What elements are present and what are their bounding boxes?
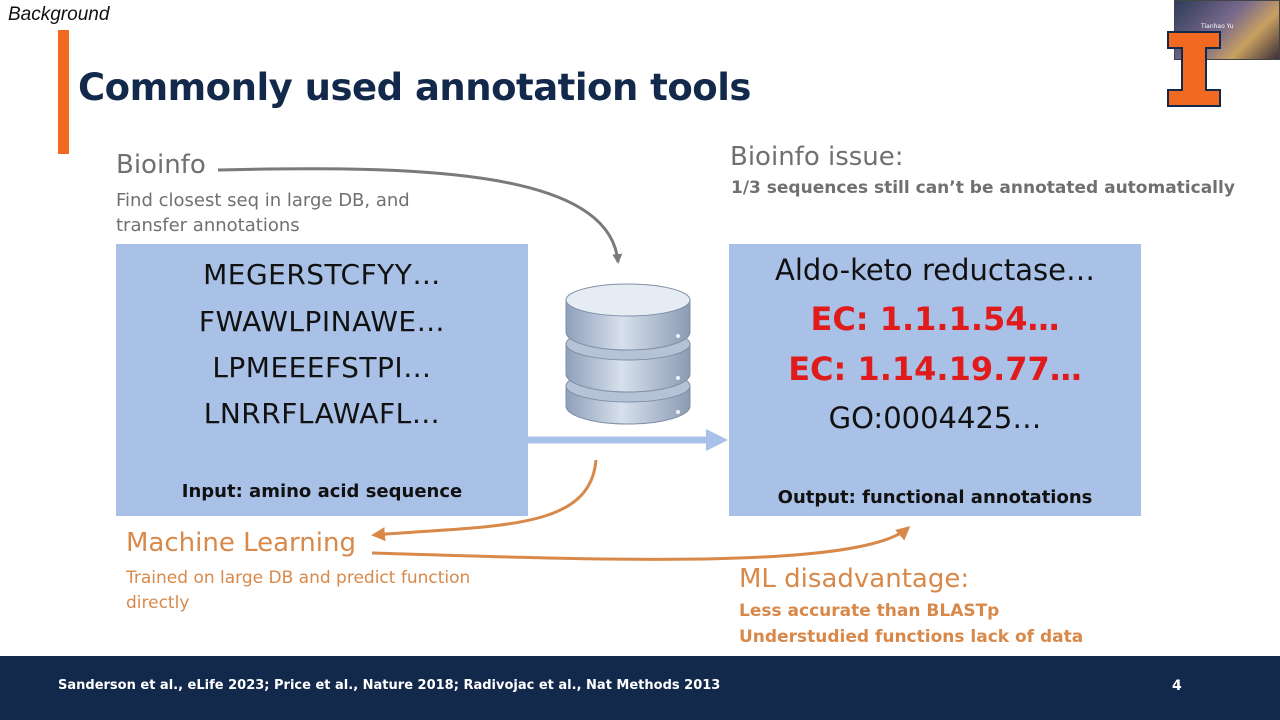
annotation-line: GO:0004425… (828, 401, 1042, 435)
bioinfo-heading: Bioinfo (116, 150, 206, 180)
database-icon (565, 283, 691, 425)
output-box: Aldo-keto reductase… EC: 1.1.1.54… EC: 1… (729, 244, 1141, 516)
machine-learning-heading: Machine Learning (126, 528, 356, 558)
output-caption: Output: functional annotations (777, 487, 1093, 508)
sequence-line: MEGERSTCFYY… (203, 258, 441, 291)
ml-disadvantage-item: Less accurate than BLASTp (739, 601, 1000, 621)
title-accent-bar (58, 30, 69, 154)
ml-disadvantage-heading: ML disadvantage: (739, 564, 970, 594)
ml-disadvantage-item: Understudied functions lack of data (739, 627, 1084, 647)
db-to-ml-arrow (371, 459, 598, 542)
webcam-name-label: Tianhao Yu (1201, 23, 1234, 30)
citation-text: Sanderson et al., eLife 2023; Price et a… (58, 678, 721, 693)
university-logo (1167, 31, 1221, 107)
slide-title: Commonly used annotation tools (78, 66, 751, 109)
input-caption: Input: amino acid sequence (181, 481, 463, 502)
machine-learning-description: Trained on large DB and predict function… (126, 568, 471, 613)
input-box: MEGERSTCFYY… FWAWLPINAWE… LPMEEEFSTPI… L… (116, 244, 528, 516)
annotation-line-highlighted: EC: 1.1.1.54… (810, 300, 1060, 338)
bioinfo-description: Find closest seq in large DB, and transf… (116, 190, 410, 236)
annotation-line-highlighted: EC: 1.14.19.77… (788, 350, 1082, 388)
bioinfo-issue-heading: Bioinfo issue: (730, 142, 904, 172)
sequence-line: FWAWLPINAWE… (198, 305, 446, 338)
bioinfo-to-db-arrow (217, 167, 623, 264)
sequence-line: LNRRFLAWAFL… (203, 397, 441, 430)
footer-bar (0, 656, 1280, 720)
annotation-line: Aldo-keto reductase… (775, 253, 1095, 287)
sequence-line: LPMEEEFSTPI… (212, 351, 432, 384)
bioinfo-issue-description: 1/3 sequences still can’t be annotated a… (731, 178, 1235, 198)
section-label: Background (8, 4, 110, 25)
ml-to-output-arrow (371, 526, 911, 561)
page-number: 4 (1172, 678, 1182, 694)
